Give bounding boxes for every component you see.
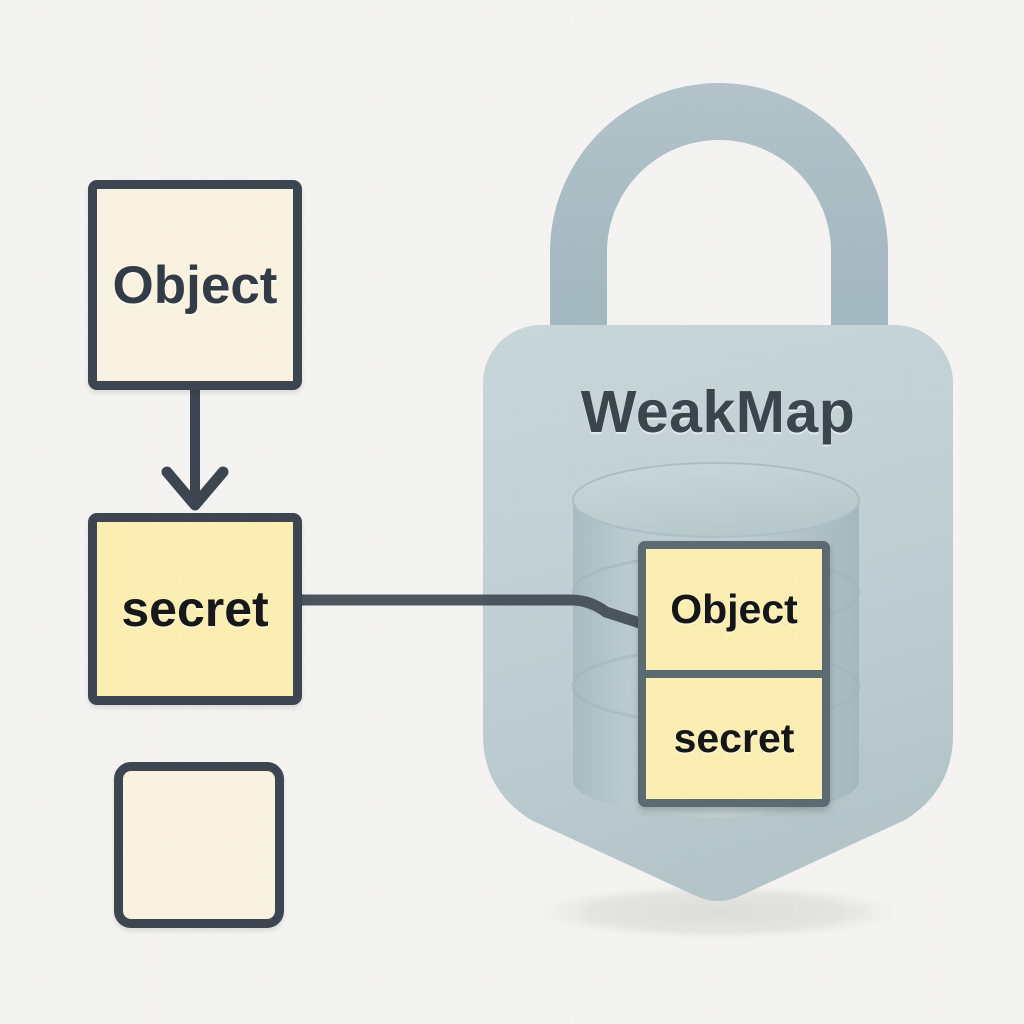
lock-ground-shadow (540, 885, 896, 939)
node-secret[interactable]: secret (88, 513, 302, 705)
connector-secret-to-weakmap (302, 594, 648, 631)
node-object-label: Object (112, 255, 278, 315)
weakmap-entry-table[interactable]: Object secret (638, 541, 830, 807)
cylinder-top (572, 462, 860, 538)
weakmap-entry-key: Object (646, 549, 822, 678)
weakmap-label: WeakMap (580, 379, 856, 445)
node-object[interactable]: Object (88, 180, 302, 390)
connector-object-to-secret (161, 390, 229, 511)
node-secret-label: secret (121, 581, 269, 637)
weakmap-entry-value: secret (646, 678, 822, 799)
node-empty-placeholder[interactable] (114, 762, 284, 928)
